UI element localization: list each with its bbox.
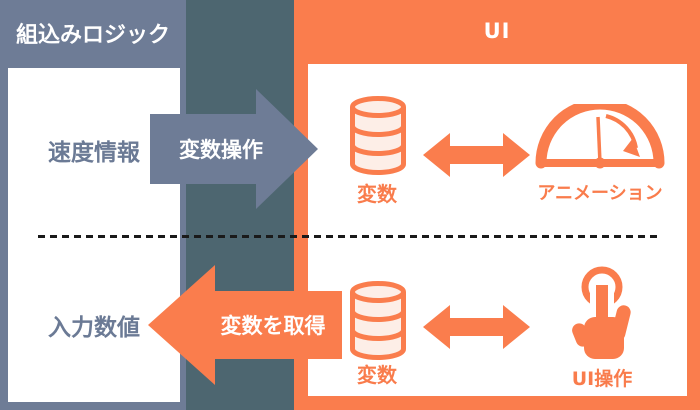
ui-operation-label: UI操作: [571, 367, 633, 390]
variable-label: 変数: [357, 181, 397, 206]
input-value-label: 入力数値: [48, 315, 140, 341]
double-arrow-icon: [423, 305, 530, 349]
variable-label: 変数: [357, 362, 397, 387]
gauge-icon: [535, 104, 665, 169]
database-icon: [350, 281, 406, 360]
embedded-logic-panel: 組込みロジック: [0, 0, 186, 410]
get-variable-arrow-label: 変数を取得: [220, 314, 326, 338]
tap-hand-icon: [572, 266, 631, 359]
dashed-divider-line: [38, 235, 660, 238]
embedded-logic-panel-title: 組込みロジック: [15, 23, 170, 48]
double-arrow-icon: [423, 133, 530, 177]
animation-label: アニメーション: [537, 183, 663, 204]
database-icon: [350, 96, 406, 175]
variable-operation-arrow-label: 変数操作: [179, 138, 263, 162]
ui-panel-title: UI: [483, 19, 511, 43]
speed-info-label: 速度情報: [48, 140, 140, 166]
